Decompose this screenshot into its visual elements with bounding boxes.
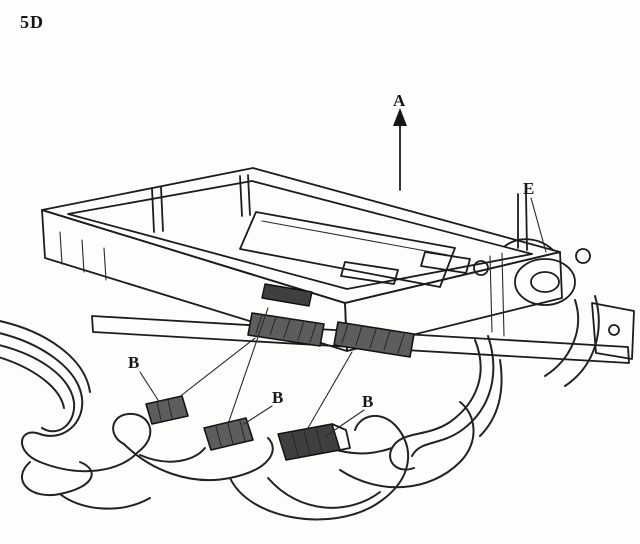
actuator-bracket	[504, 238, 554, 251]
leader-b2	[243, 405, 273, 425]
callout-b1-label: B	[128, 353, 139, 372]
connectors	[145, 395, 351, 461]
harness-wire	[267, 477, 381, 509]
inner-knob	[473, 260, 489, 276]
harness-wire	[0, 344, 76, 433]
core-unit-outline	[239, 211, 456, 288]
harness-wire	[139, 447, 206, 463]
leader-lines	[139, 197, 547, 437]
tray-internals	[239, 211, 489, 307]
front-wall-plate	[261, 283, 313, 307]
harness-wire	[112, 412, 152, 453]
rail-bar	[91, 315, 630, 364]
wiring-harness	[0, 320, 503, 521]
relay-block-2-hatch	[341, 323, 405, 354]
rail-right-bracket	[591, 302, 635, 360]
connector-3	[277, 423, 341, 461]
actuator-hub	[530, 271, 560, 293]
labels: 5D A E B B B	[20, 12, 534, 411]
page-ref-label: 5D	[20, 12, 44, 32]
inner-box-small-1	[340, 261, 399, 285]
harness-wire	[0, 356, 65, 409]
core-unit-inner-line	[261, 220, 449, 256]
tray-wall-seam	[59, 231, 107, 281]
connector-1-ribs	[156, 399, 173, 421]
connector-2-ribs	[215, 420, 246, 447]
callout-b3-label: B	[362, 392, 373, 411]
harness-wire	[0, 320, 91, 393]
e-mount-rod	[517, 193, 528, 251]
arrow-a	[393, 108, 407, 191]
tray-outer-rim	[41, 167, 561, 304]
leader-plate-to-connector2	[227, 307, 269, 425]
actuator-cap	[575, 248, 591, 264]
leader-b1	[139, 371, 159, 401]
tray-inner-rim	[67, 180, 533, 290]
leader-relay2-to-connector3	[307, 351, 353, 429]
tray-back-post-left	[151, 186, 164, 233]
actuator-body	[514, 258, 576, 306]
actuator-hose-1	[544, 299, 580, 377]
harness-wire	[411, 335, 495, 457]
tray-back-post-right	[239, 174, 251, 217]
connector-1	[145, 395, 189, 425]
callout-b2-label: B	[272, 388, 283, 407]
harness-wire	[59, 493, 151, 510]
arrow-a-head	[393, 108, 407, 126]
tray-right-support	[489, 252, 505, 337]
rail-bracket-hole	[608, 324, 620, 336]
harness-wire	[0, 332, 139, 473]
actuator-hose-2	[564, 295, 600, 387]
inner-box-small-2	[420, 251, 471, 274]
relay-block-1	[247, 312, 325, 347]
callout-a-label: A	[393, 91, 406, 110]
relay-blocks	[247, 312, 415, 358]
relay-block-2	[333, 321, 415, 358]
harness-wire	[339, 401, 475, 489]
harness-wire	[479, 359, 503, 437]
relay-block-1-hatch	[255, 314, 317, 343]
leader-e	[530, 197, 547, 253]
connector-3-ribs	[291, 427, 323, 457]
leader-b3	[325, 409, 365, 437]
front-rail	[91, 302, 635, 364]
callout-e-label: E	[523, 179, 534, 198]
leader-relay1-to-connector1	[177, 337, 256, 399]
harness-wire	[389, 339, 482, 471]
actuator-assembly-e	[504, 193, 600, 387]
